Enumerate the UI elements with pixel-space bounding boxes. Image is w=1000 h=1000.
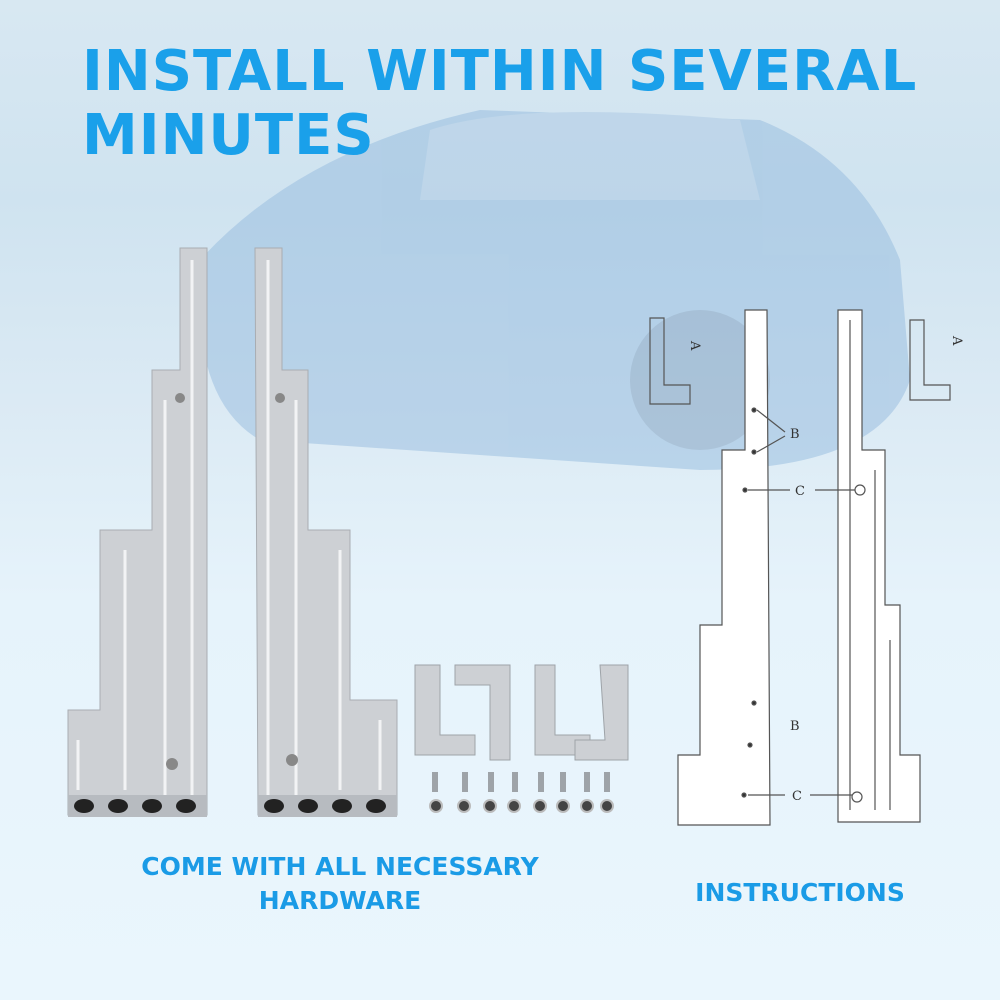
instructions-caption: INSTRUCTIONS — [695, 878, 905, 907]
car-background — [198, 110, 910, 470]
bracket-left — [67, 247, 208, 817]
label-c-bottom: C — [792, 789, 802, 804]
label-a-left: A — [687, 340, 702, 351]
label-c-top: C — [795, 484, 805, 499]
headline: INSTALL WITHIN SEVERAL MINUTES — [82, 39, 918, 168]
l-brackets — [414, 664, 629, 761]
label-b-bottom: B — [790, 719, 800, 734]
label-a-right: A — [949, 335, 964, 346]
diagram-labels: A A B C B C — [687, 335, 964, 804]
hardware-screws — [429, 772, 614, 813]
instruction-diagram — [649, 309, 951, 826]
label-b-top: B — [790, 427, 800, 442]
bracket-right — [254, 247, 398, 817]
hardware-caption: COME WITH ALL NECESSARY HARDWARE — [141, 852, 539, 915]
